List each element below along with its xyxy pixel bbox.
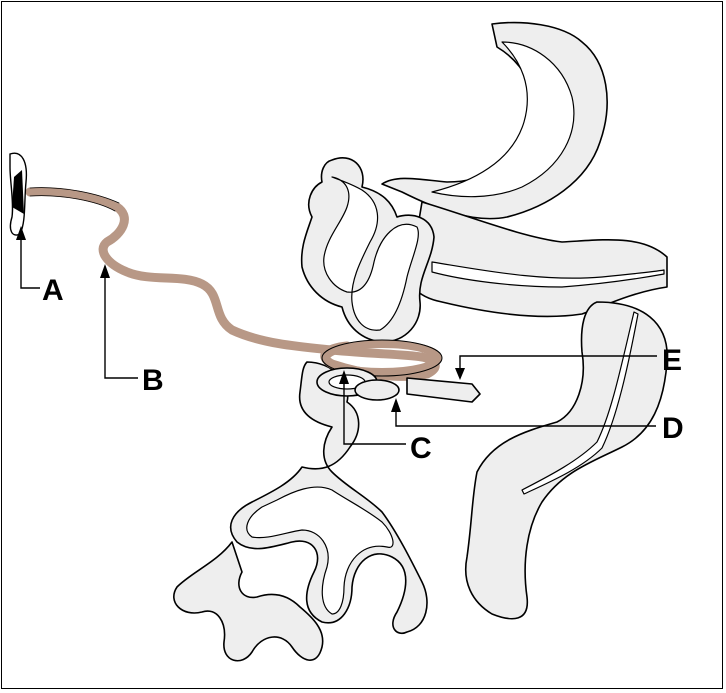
transverse-colon — [409, 202, 667, 316]
catheter-tip — [407, 378, 480, 402]
label-c: C — [410, 432, 432, 465]
pointer-b — [105, 272, 138, 378]
label-d: D — [662, 412, 684, 445]
descending-colon — [466, 302, 667, 619]
label-a: A — [42, 274, 64, 307]
label-e: E — [662, 344, 682, 377]
small-intestine-lower — [174, 542, 323, 661]
pointer-d-tip — [391, 398, 401, 412]
loop-c2 — [355, 380, 399, 400]
pointer-e-tip — [455, 368, 465, 380]
pointer-a — [21, 234, 40, 288]
label-b: B — [142, 364, 164, 397]
